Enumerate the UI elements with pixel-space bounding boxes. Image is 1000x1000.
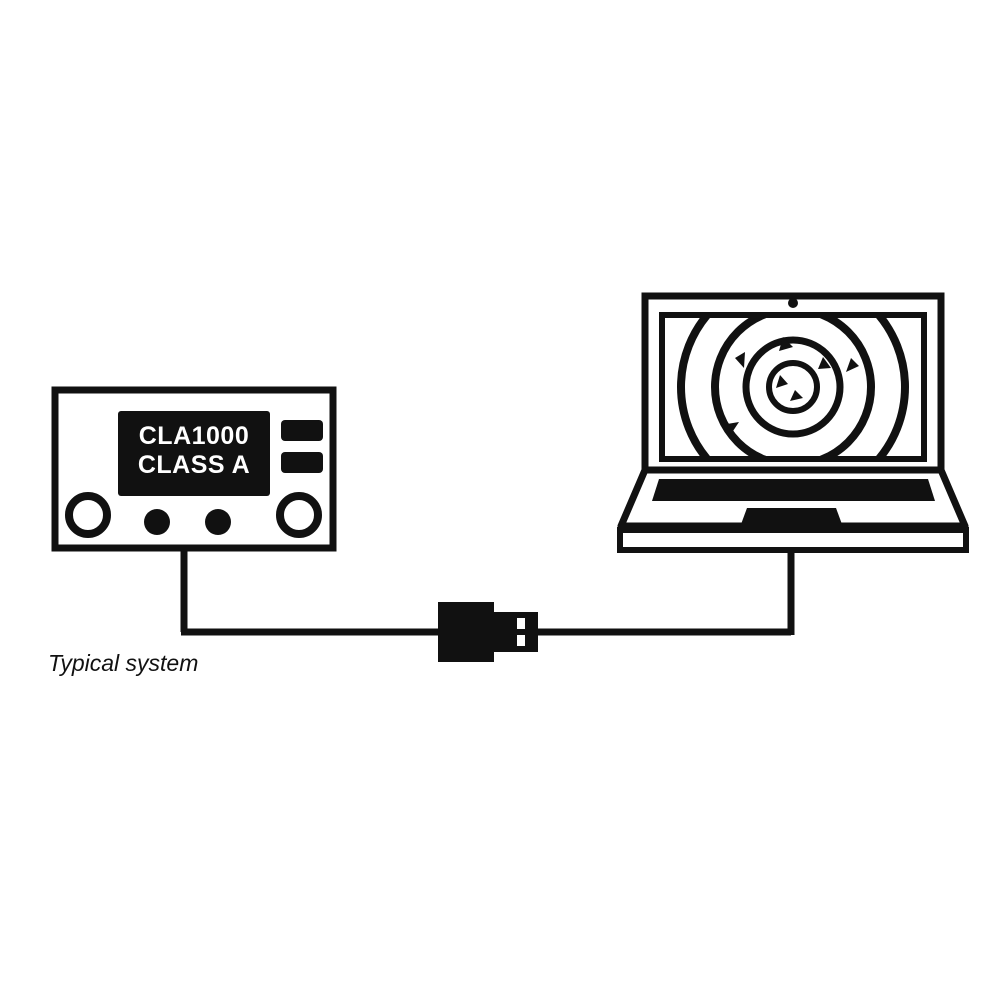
laptop-front-lip-face xyxy=(624,534,962,546)
instrument-side-button-1[interactable] xyxy=(281,420,323,441)
screen-marker-core-nw xyxy=(776,375,788,388)
display-line-1: CLA1000 xyxy=(139,422,250,450)
instrument-knob-right[interactable] xyxy=(276,492,322,538)
instrument-display xyxy=(118,411,270,496)
screen-ring-3 xyxy=(711,318,875,456)
instrument-push-button-1[interactable] xyxy=(144,509,170,535)
display-line-2: CLASS A xyxy=(138,451,250,479)
screen-ring-graphic xyxy=(677,318,909,456)
screen-ring-1 xyxy=(766,360,820,414)
instrument-knob-left[interactable] xyxy=(65,492,111,538)
laptop xyxy=(617,292,969,553)
screen-marker-outer-sw xyxy=(727,422,739,434)
laptop-deck xyxy=(617,466,969,530)
screen-marker-core-se xyxy=(790,390,803,401)
laptop-front-lip xyxy=(617,527,969,553)
cla1000-instrument: CLA1000 CLASS A xyxy=(51,386,337,552)
usb-connector-tip xyxy=(494,612,538,652)
screen-marker-mid-e xyxy=(818,357,831,369)
usb-connector xyxy=(438,602,538,662)
usb-cable xyxy=(180,548,795,636)
screen-marker-mid-n xyxy=(779,337,793,351)
instrument-push-button-2[interactable] xyxy=(205,509,231,535)
screen-ring-2 xyxy=(742,336,844,438)
usb-connector-slot-2 xyxy=(517,635,525,646)
screen-marker-outer-nw xyxy=(735,352,745,368)
figure-caption: Typical system xyxy=(48,650,198,676)
laptop-webcam-icon xyxy=(788,298,798,308)
instrument-case xyxy=(51,386,337,552)
usb-connector-slot-1 xyxy=(517,618,525,629)
laptop-screen-bezel xyxy=(659,312,927,462)
screen-marker-outer-ne xyxy=(846,358,859,372)
instrument-side-button-2[interactable] xyxy=(281,452,323,473)
laptop-trackpad[interactable] xyxy=(740,508,843,527)
screen-ring-4 xyxy=(677,318,909,456)
laptop-keyboard xyxy=(652,479,935,501)
usb-connector-body xyxy=(438,602,494,662)
